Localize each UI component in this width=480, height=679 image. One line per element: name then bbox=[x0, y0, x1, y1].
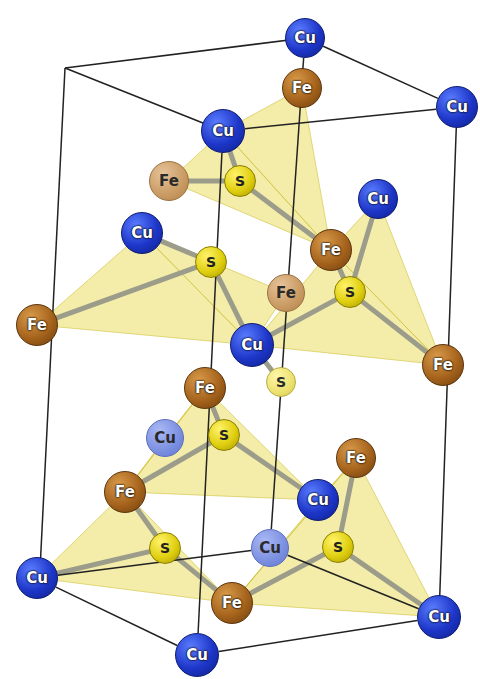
atom-circle: S bbox=[195, 246, 227, 278]
atom-label: Fe bbox=[321, 243, 341, 258]
bond-line bbox=[230, 152, 235, 166]
atom-label: S bbox=[345, 285, 355, 299]
atom-circle: Cu bbox=[230, 323, 274, 367]
tetrahedron-face bbox=[125, 388, 318, 500]
atom-circle: Fe bbox=[211, 582, 253, 624]
atom-label: S bbox=[235, 174, 245, 188]
atom-circle: Fe bbox=[310, 229, 352, 271]
tetrahedron-face bbox=[232, 458, 356, 603]
atom-circle: Fe bbox=[16, 304, 58, 346]
atom-circle: S bbox=[266, 367, 296, 397]
atom-circle: Cu bbox=[417, 595, 461, 639]
atom-circle: S bbox=[224, 165, 256, 197]
tetrahedron-face bbox=[232, 458, 439, 617]
atom-label: Cu bbox=[154, 431, 176, 446]
atom-circle: Cu bbox=[201, 109, 245, 153]
atom-circle: Fe bbox=[267, 274, 305, 312]
cell-edge bbox=[219, 620, 418, 651]
atom-label: Cu bbox=[446, 100, 468, 115]
tetrahedron-face bbox=[169, 131, 331, 250]
atom-circle: S bbox=[149, 532, 181, 564]
atom-label: Cu bbox=[186, 648, 208, 663]
bond-line bbox=[218, 276, 242, 325]
atom-circle: S bbox=[322, 531, 354, 563]
cell-edge bbox=[245, 109, 436, 129]
atom-label: Fe bbox=[159, 174, 179, 189]
atom-label: Cu bbox=[367, 192, 389, 207]
bond-line bbox=[266, 362, 272, 370]
bond-line bbox=[237, 444, 301, 488]
atom-label: Fe bbox=[433, 358, 453, 373]
atom-label: Fe bbox=[115, 485, 135, 500]
atom-label: S bbox=[160, 541, 170, 555]
atom-label: Fe bbox=[195, 381, 215, 396]
cell-edge bbox=[56, 587, 177, 645]
atom-circle: Cu bbox=[16, 557, 58, 599]
atom-circle: Cu bbox=[297, 479, 339, 521]
atom-circle: Fe bbox=[336, 438, 376, 478]
bond-line bbox=[355, 218, 373, 277]
atom-label: S bbox=[219, 428, 229, 442]
atom-circle: Fe bbox=[282, 68, 322, 108]
atom-label: Cu bbox=[212, 124, 234, 139]
atom-circle: Cu bbox=[285, 18, 325, 58]
atom-circle: Cu bbox=[175, 633, 219, 677]
tetrahedra bbox=[37, 88, 443, 617]
atom-label: Cu bbox=[131, 226, 153, 241]
cell-edge bbox=[288, 555, 419, 609]
bond-line bbox=[213, 407, 218, 420]
atom-circle: Fe bbox=[149, 161, 189, 201]
atom-label: Cu bbox=[241, 338, 263, 353]
bond-line bbox=[351, 556, 421, 604]
cell-edge bbox=[65, 38, 305, 68]
atom-label: Fe bbox=[27, 318, 47, 333]
atom-circle: Cu bbox=[436, 86, 478, 128]
atom-label: Fe bbox=[292, 81, 312, 96]
atom-circle: Cu bbox=[251, 529, 289, 567]
bond-line bbox=[253, 191, 315, 238]
atom-circle: S bbox=[334, 276, 366, 308]
bond-line bbox=[137, 509, 155, 535]
atom-label: Cu bbox=[259, 541, 281, 556]
atom-label: Cu bbox=[26, 571, 48, 586]
atom-label: S bbox=[333, 540, 343, 554]
atom-label: Fe bbox=[222, 596, 242, 611]
atom-circle: Cu bbox=[121, 212, 163, 254]
unit-cell-edges bbox=[40, 38, 305, 570]
atom-circle: Fe bbox=[104, 471, 146, 513]
bond-line bbox=[341, 478, 352, 532]
bond-line bbox=[363, 302, 427, 352]
atom-circle: S bbox=[208, 419, 240, 451]
tetrahedron-face bbox=[252, 250, 443, 365]
cell-edge bbox=[323, 46, 438, 98]
bond-line bbox=[177, 558, 215, 590]
bond-line bbox=[57, 267, 196, 317]
atom-circle: Cu bbox=[146, 419, 184, 457]
atom-label: Cu bbox=[428, 610, 450, 625]
bond-line bbox=[161, 241, 196, 256]
atom-label: Fe bbox=[346, 451, 366, 466]
atom-label: Cu bbox=[307, 493, 329, 508]
atom-label: Cu bbox=[294, 31, 316, 46]
atom-circle: Fe bbox=[422, 344, 464, 386]
atom-label: Fe bbox=[276, 286, 296, 301]
atom-label: S bbox=[276, 375, 286, 389]
bond-line bbox=[189, 179, 224, 184]
cell-edge bbox=[65, 68, 223, 131]
atom-label: S bbox=[206, 255, 216, 269]
atom-circle: Fe bbox=[184, 367, 226, 409]
bond-line bbox=[340, 269, 344, 277]
atom-circle: Cu bbox=[358, 179, 398, 219]
